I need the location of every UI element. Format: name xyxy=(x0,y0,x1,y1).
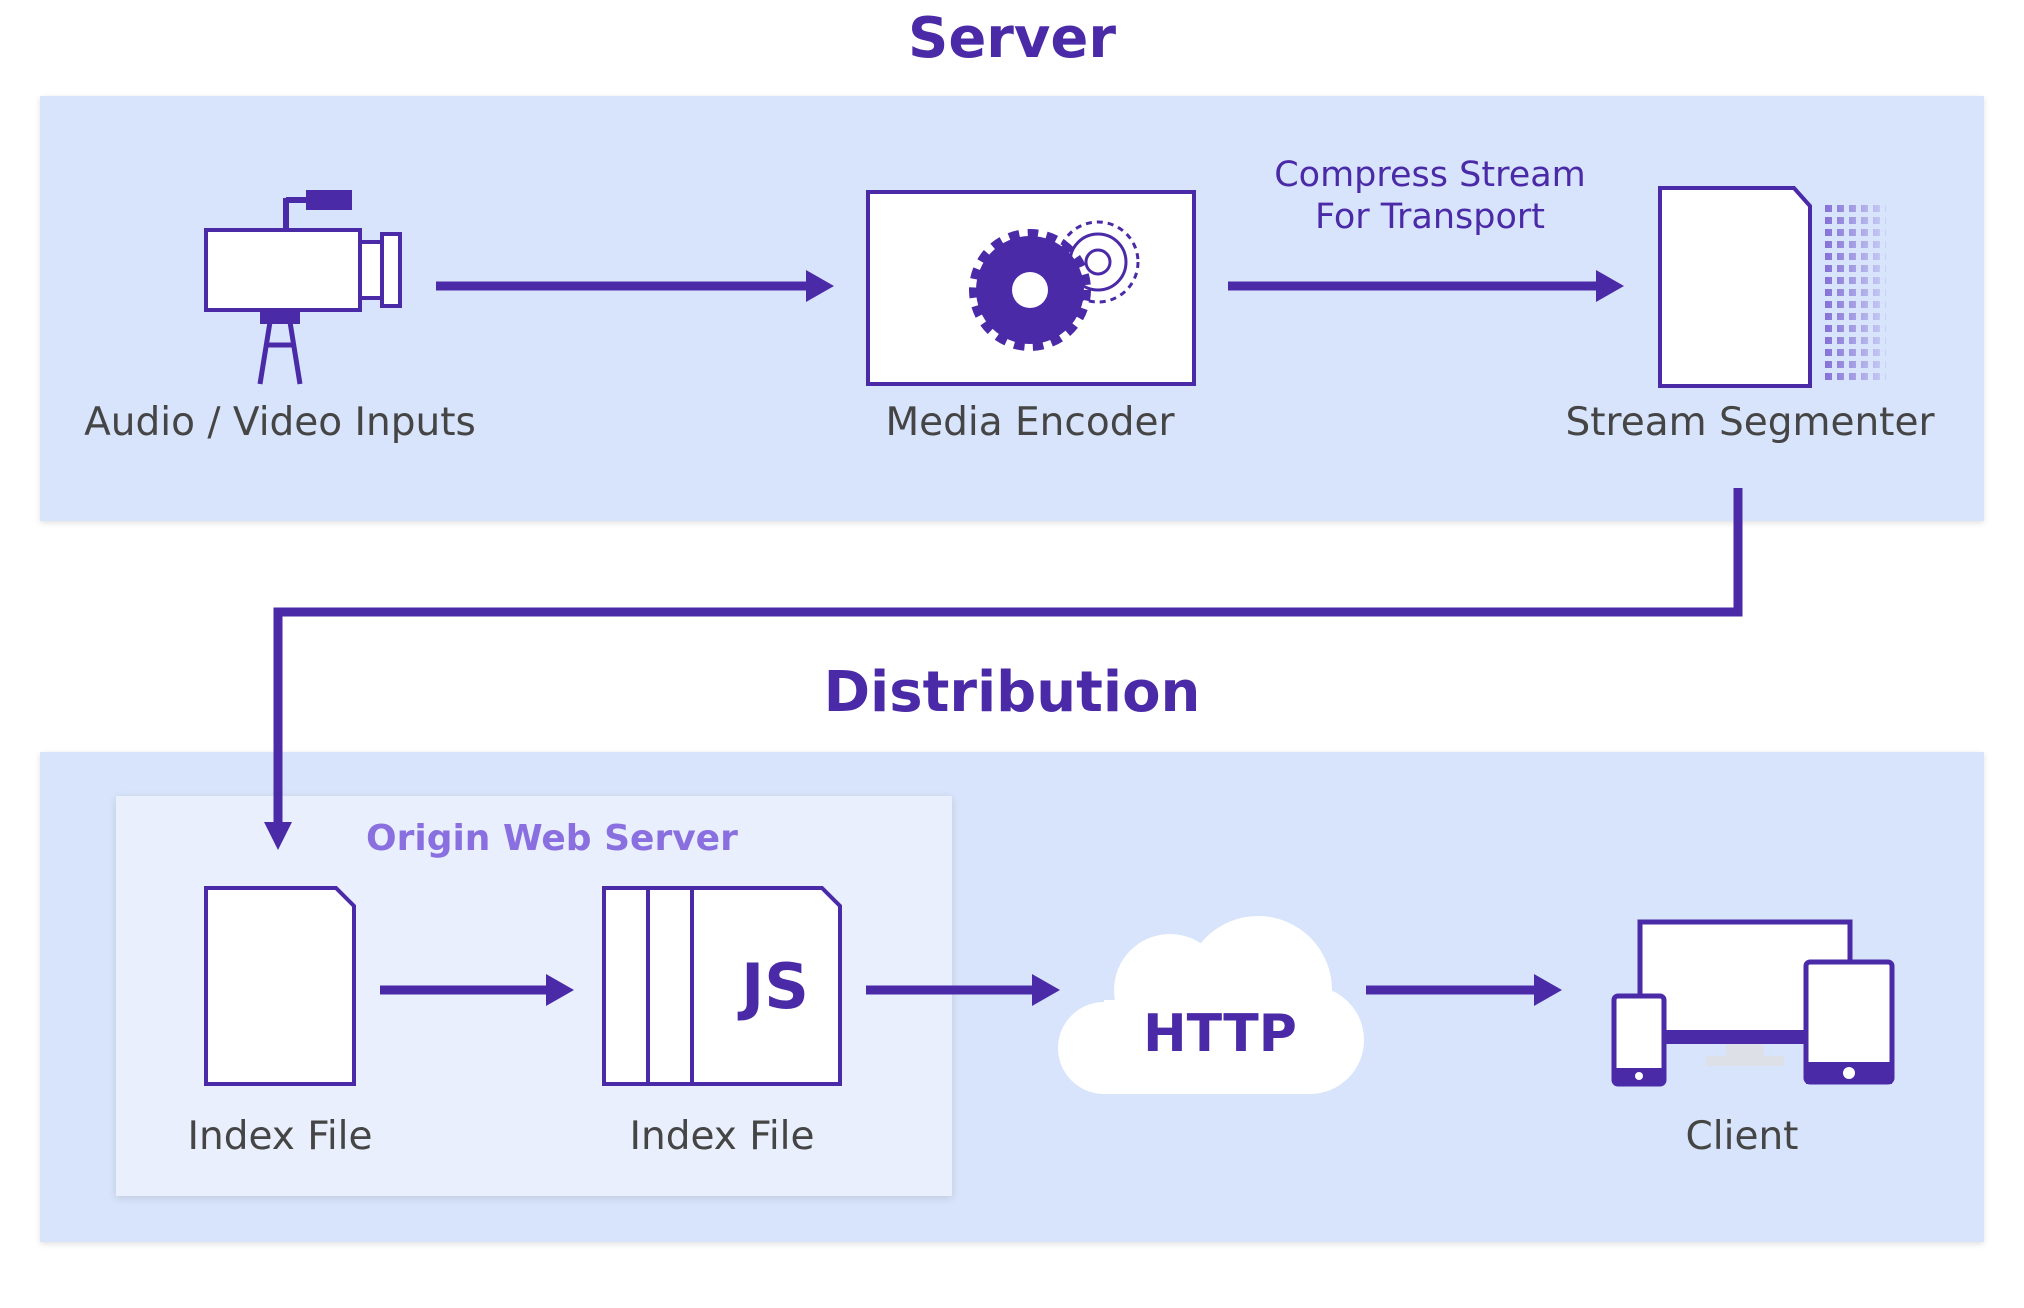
arrow-camera-to-encoder xyxy=(436,270,834,302)
js-label: JS xyxy=(741,950,809,1023)
arrow-http-to-client xyxy=(1366,974,1562,1006)
arrow-encoder-to-segmenter xyxy=(1228,270,1624,302)
tablet-icon xyxy=(1803,959,1895,1085)
distribution-title: Distribution xyxy=(823,660,1201,725)
stream-segmenter-icon xyxy=(1658,186,1886,388)
index-file-label-2: Index File xyxy=(629,1114,815,1159)
http-label: HTTP xyxy=(1143,1004,1297,1064)
media-encoder-label: Media Encoder xyxy=(885,400,1175,445)
origin-web-server-label: Origin Web Server xyxy=(366,818,738,859)
audio-video-inputs-label: Audio / Video Inputs xyxy=(84,400,476,445)
compress-stream-note: Compress Stream For Transport xyxy=(1230,154,1630,238)
arrow-js-to-http xyxy=(866,974,1060,1006)
compress-line-2: For Transport xyxy=(1314,197,1546,237)
video-camera-icon xyxy=(204,190,402,385)
index-file-label-1: Index File xyxy=(187,1114,373,1159)
arrow-segmenter-to-index xyxy=(264,488,1743,850)
arrow-index-to-js xyxy=(380,974,574,1006)
cloud-icon xyxy=(1058,916,1364,1094)
client-devices-icon xyxy=(1611,919,1895,1087)
index-file-icon xyxy=(204,886,356,1086)
js-index-file-icon xyxy=(602,886,842,1086)
server-title: Server xyxy=(907,6,1117,71)
phone-icon xyxy=(1611,993,1667,1087)
gear-icon xyxy=(969,229,1091,351)
client-label: Client xyxy=(1685,1114,1799,1159)
stream-segmenter-label: Stream Segmenter xyxy=(1565,400,1935,445)
media-encoder-icon xyxy=(866,190,1196,386)
compress-line-1: Compress Stream xyxy=(1274,155,1586,195)
